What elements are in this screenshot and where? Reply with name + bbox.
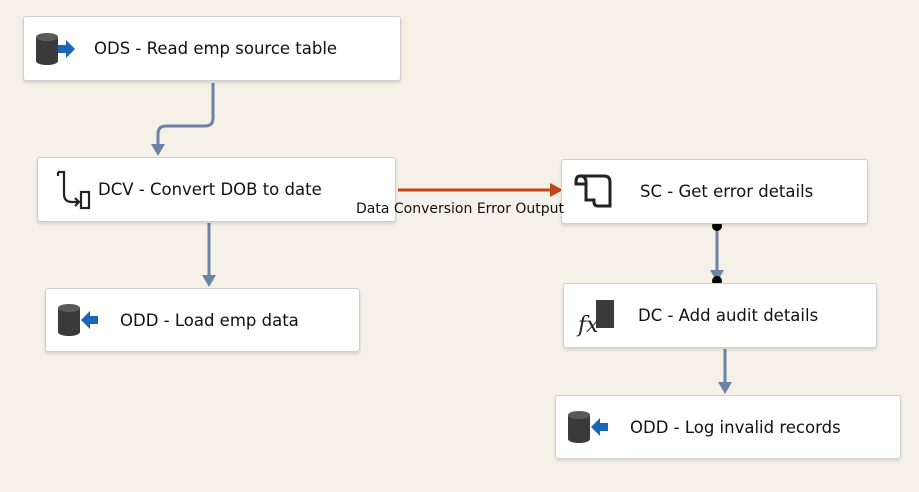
svg-text:fx: fx (576, 313, 599, 338)
ole-db-destination-icon (562, 396, 612, 458)
script-component-icon (568, 160, 618, 223)
ole-db-source-icon (30, 17, 80, 80)
dcv-convert-dob-component[interactable]: DCV - Convert DOB to date (37, 157, 396, 222)
ods-read-emp-component[interactable]: ODS - Read emp source table (23, 16, 401, 81)
dcv-convert-dob-label: DCV - Convert DOB to date (98, 180, 322, 199)
sc-get-error-label: SC - Get error details (640, 182, 814, 201)
odd-load-emp-label: ODD - Load emp data (120, 310, 299, 330)
dc-add-audit-label: DC - Add audit details (638, 306, 819, 325)
path-ods-to-dcv-arrowhead (151, 144, 165, 156)
data-conversion-icon (44, 158, 94, 221)
path-dcv-to-odd-load-arrowhead (202, 275, 216, 287)
odd-load-emp-component[interactable]: ODD - Load emp data (45, 288, 360, 352)
error-output-path-label: Data Conversion Error Output (356, 201, 565, 217)
odd-log-invalid-component[interactable]: ODD - Log invalid records (555, 395, 901, 459)
derived-column-icon: fx (570, 284, 620, 347)
sc-get-error-component[interactable]: SC - Get error details (561, 159, 868, 224)
odd-log-invalid-label: ODD - Log invalid records (630, 417, 841, 437)
ods-read-emp-label: ODS - Read emp source table (94, 39, 338, 58)
dc-add-audit-component[interactable]: fx DC - Add audit details (563, 283, 877, 348)
path-ods-to-dcv[interactable] (156, 83, 215, 145)
ole-db-destination-icon (52, 289, 102, 351)
path-dc-to-odd-log-arrowhead (718, 382, 732, 394)
path-dcv-to-sc-error-arrowhead (550, 183, 563, 197)
